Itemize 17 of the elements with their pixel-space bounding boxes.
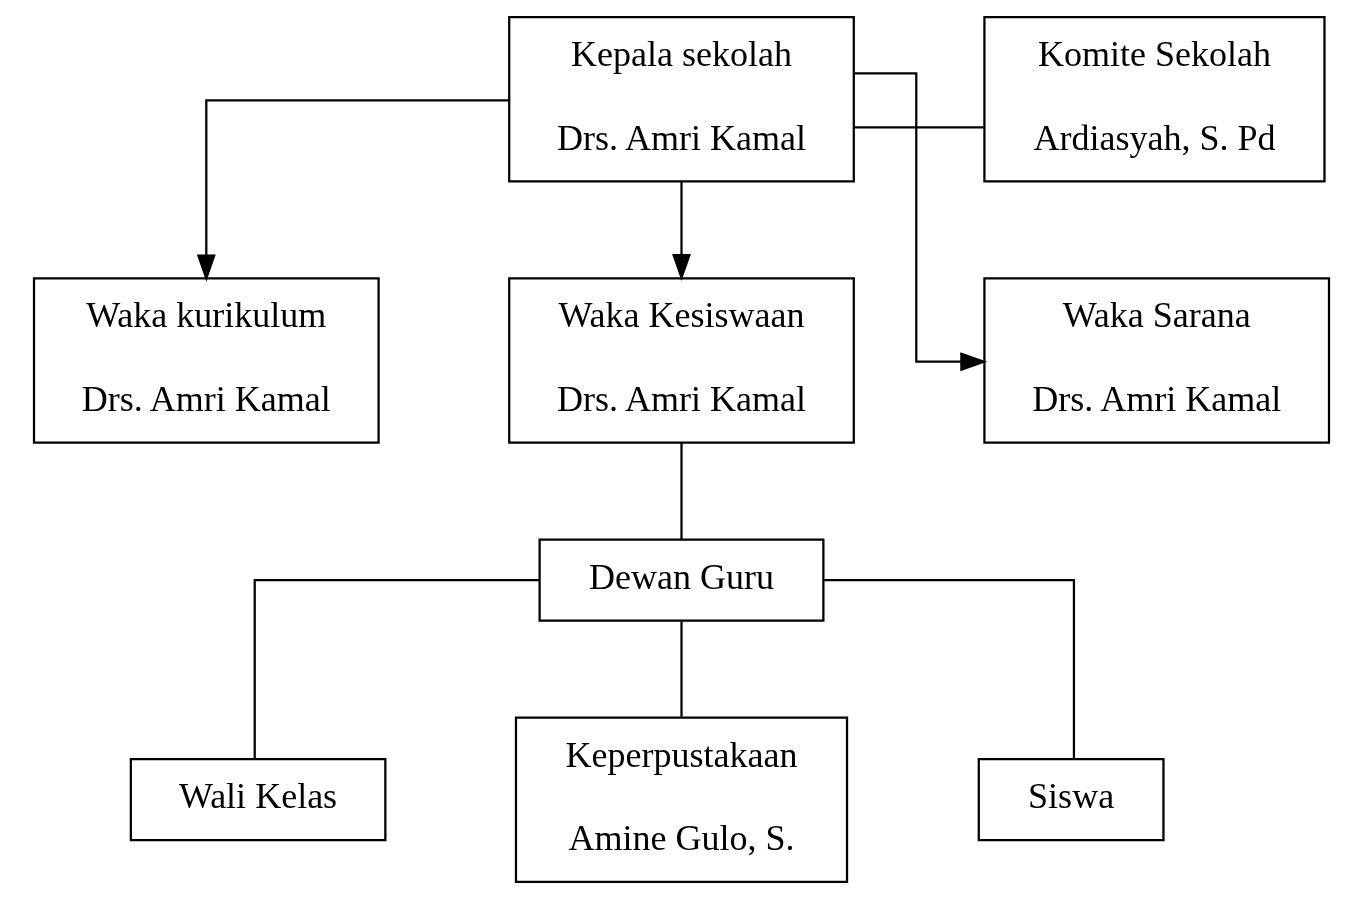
connector [853,126,984,129]
node-box: Keperpustakaan Amine Gulo, S. [514,716,848,884]
connector [679,621,683,717]
arrow [196,99,509,282]
node-box: Dewan Guru [538,538,824,622]
node-box: Waka kurikulum Drs. Amri Kamal [32,277,380,444]
node-box: Wali Kelas [129,758,386,842]
node-box: Waka Kesiswaan Drs. Amri Kamal [507,277,855,444]
node-box: Siswa [977,758,1165,842]
connector [679,442,683,540]
node-box: Komite Sekolah Ardiasyah, S. Pd [982,15,1326,183]
arrow [671,181,691,281]
arrow [853,72,987,372]
connector [253,579,539,759]
connector [823,579,1075,759]
node-box: Waka Sarana Drs. Amri Kamal [982,277,1330,444]
node-box: Kepala sekolah Drs. Amri Kamal [507,15,855,183]
